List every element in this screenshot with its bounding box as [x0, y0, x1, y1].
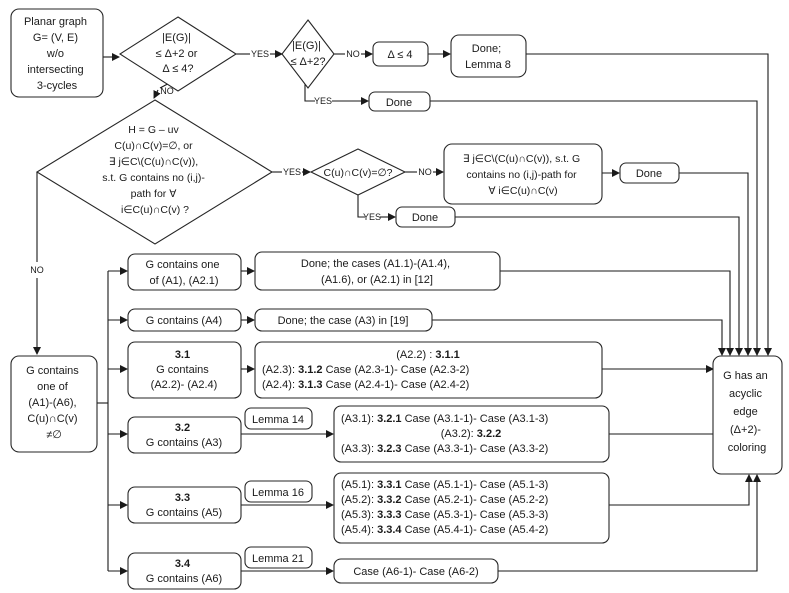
- svg-text:(A2.4): 3.1.3 Case (A2.4-1)- C: (A2.4): 3.1.3 Case (A2.4-1)- Case (A2.4-…: [262, 379, 469, 391]
- node-contains-a4: G contains (A4): [127, 308, 242, 332]
- svg-text:G has an acyclic e: G has an acyclic edge (Δ+2)- coloring: [723, 370, 771, 454]
- node-exists-j: ∃ j∈C\(C(u)∩C(v)), s.t. G contains no (i…: [443, 143, 603, 205]
- svg-text:Done: Done: [412, 212, 438, 224]
- node-section-3-2: 3.2 G contains (A3): [127, 416, 242, 454]
- svg-text:Δ ≤ 4: Δ ≤ 4: [387, 49, 412, 61]
- svg-text:∃ j∈C\(C(u)∩C(v)), s.t. G: ∃ j∈C\(C(u)∩C(v)), s.t. G contains no (i…: [463, 153, 583, 197]
- svg-text:Done; the case (A3) in [19]: Done; the case (A3) in [19]: [278, 315, 409, 327]
- svg-text:Done; Lemma 8: Done; Lemma 8: [465, 43, 511, 71]
- svg-text:Lemma 14: Lemma 14: [252, 414, 304, 426]
- node-lemma-14: Lemma 14: [244, 407, 313, 430]
- node-cases-3-2: (A3.1): 3.2.1 Case (A3.1-1)- Case (A3.1-…: [333, 405, 610, 463]
- node-lemma-21: Lemma 21: [244, 546, 313, 569]
- node-cases-3-3: (A5.1): 3.3.1 Case (A5.1-1)- Case (A5.1-…: [333, 472, 610, 544]
- node-done-lemma-8: Done; Lemma 8: [450, 34, 527, 78]
- svg-text:3.4 G contains (A6): 3.4 G contains (A6): [146, 558, 222, 585]
- svg-text:Done; the cases (A1.1)-(A1.4),: Done; the cases (A1.1)-(A1.4), (A1.6), o…: [301, 258, 453, 286]
- svg-text:G contains one of (A1),: G contains one of (A1), (A2.1): [145, 259, 222, 287]
- svg-text:3.2 G contains (A3): 3.2 G contains (A3): [146, 422, 222, 449]
- node-section-3-1: 3.1 G contains (A2.2)- (A2.4): [127, 341, 242, 399]
- label-d1-yes: YES: [251, 49, 269, 59]
- svg-text:H = G – uv C(u)∩C(v)=∅: H = G – uv C(u)∩C(v)=∅, or ∃ j∈C\(C(u)∩C…: [102, 124, 208, 216]
- decision-edges-or-delta: |E(G)| ≤ Δ+2 or Δ ≤ 4?: [118, 16, 238, 92]
- node-cases-3-1: (A2.2) : 3.1.1 (A2.3): 3.1.2 Case (A2.3-…: [254, 341, 603, 399]
- node-done-3: Done: [395, 206, 456, 228]
- svg-text:Done: Done: [636, 168, 662, 180]
- svg-text:|E(G)| ≤ Δ+2?: |E(G)| ≤ Δ+2?: [290, 40, 325, 68]
- svg-text:(A3.3): 3.2.3 Case (A3.3-1)- C: (A3.3): 3.2.3 Case (A3.3-1)- Case (A3.3-…: [341, 443, 548, 455]
- svg-text:|E(G)| ≤ Δ+2 or Δ: |E(G)| ≤ Δ+2 or Δ ≤ 4?: [156, 32, 201, 75]
- decision-intersection-empty: C(u)∩C(v)=∅?: [309, 148, 407, 196]
- svg-text:(A5.4): 3.3.4 Case (A5.4-1)- C: (A5.4): 3.3.4 Case (A5.4-1)- Case (A5.4-…: [341, 524, 548, 536]
- node-delta-le-4: Δ ≤ 4: [372, 41, 429, 67]
- svg-text:G contains (A4): G contains (A4): [146, 315, 222, 327]
- label-d2-yes: YES: [314, 96, 332, 106]
- svg-text:G contains one of: G contains one of (A1)-(A6), C(u)∩C(v) ≠…: [26, 365, 82, 441]
- node-section-3-3: 3.3 G contains (A5): [127, 486, 242, 524]
- svg-text:(A2.2) : 3.1.1: (A2.2) : 3.1.1: [396, 349, 460, 361]
- svg-text:(A3.2): 3.2.2: (A3.2): 3.2.2: [441, 428, 502, 440]
- node-done-2: Done: [619, 162, 680, 184]
- node-cases-3-4: Case (A6-1)- Case (A6-2): [333, 558, 499, 584]
- node-contains-a1-a21: G contains one of (A1), (A2.1): [127, 253, 242, 291]
- svg-text:(A5.1): 3.3.1 Case (A5.1-1)- C: (A5.1): 3.3.1 Case (A5.1-1)- Case (A5.1-…: [341, 479, 548, 491]
- label-d3-yes: YES: [283, 167, 301, 177]
- label-d4-yes: YES: [363, 212, 381, 222]
- node-start: Planar graph G= (V, E) w/o intersecting …: [10, 8, 104, 98]
- node-done-a1-cases: Done; the cases (A1.1)-(A1.4), (A1.6), o…: [254, 251, 501, 291]
- svg-text:(A3.1): 3.2.1 Case (A3.1-1)- C: (A3.1): 3.2.1 Case (A3.1-1)- Case (A3.1-…: [341, 413, 548, 425]
- svg-text:Lemma 21: Lemma 21: [252, 553, 304, 565]
- node-done-a3-case: Done; the case (A3) in [19]: [254, 308, 433, 332]
- svg-text:3.1 G contains (A2: 3.1 G contains (A2.2)- (A2.4): [151, 349, 218, 391]
- label-d4-no: NO: [418, 167, 432, 177]
- decision-edges: |E(G)| ≤ Δ+2?: [281, 19, 335, 89]
- svg-text:3.3 G contains (A5): 3.3 G contains (A5): [146, 492, 222, 519]
- label-d3-no: NO: [30, 265, 44, 275]
- svg-text:Planar graph G= (V, E): Planar graph G= (V, E) w/o intersecting …: [24, 16, 90, 92]
- svg-text:(A5.3): 3.3.3 Case (A5.3-1)- C: (A5.3): 3.3.3 Case (A5.3-1)- Case (A5.3-…: [341, 509, 548, 521]
- node-section-3-4: 3.4 G contains (A6): [127, 552, 242, 590]
- svg-text:Lemma 16: Lemma 16: [252, 487, 304, 499]
- node-contains-a1-a6: G contains one of (A1)-(A6), C(u)∩C(v) ≠…: [10, 355, 98, 453]
- decision-recolor-condition: H = G – uv C(u)∩C(v)=∅, or ∃ j∈C\(C(u)∩C…: [35, 99, 274, 245]
- label-d2-no: NO: [346, 49, 360, 59]
- node-done-1: Done: [368, 91, 431, 112]
- svg-text:(A5.2): 3.3.2 Case (A5.2-1)- C: (A5.2): 3.3.2 Case (A5.2-1)- Case (A5.2-…: [341, 494, 548, 506]
- node-final-coloring: G has an acyclic edge (Δ+2)- coloring: [712, 355, 783, 475]
- label-d1-no: NO: [160, 86, 174, 96]
- svg-text:(A2.3): 3.1.2 Case (A2.3-1)- C: (A2.3): 3.1.2 Case (A2.3-1)- Case (A2.3-…: [262, 364, 469, 376]
- svg-text:C(u)∩C(v)=∅?: C(u)∩C(v)=∅?: [324, 167, 393, 179]
- svg-text:Done: Done: [386, 97, 412, 109]
- svg-text:Case (A6-1)- Case (A6-2): Case (A6-1)- Case (A6-2): [353, 566, 478, 578]
- node-lemma-16: Lemma 16: [244, 480, 313, 503]
